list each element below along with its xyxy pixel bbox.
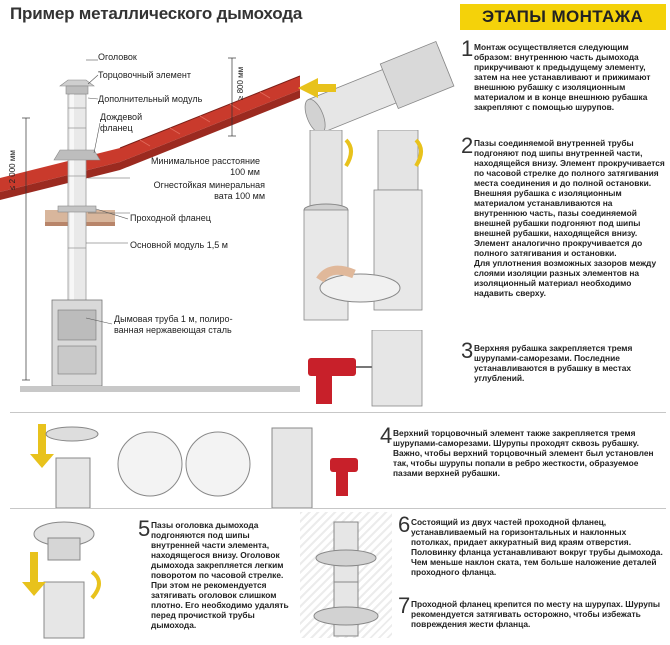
step1-number: 1: [461, 36, 474, 61]
dim-2000: ≤ 2 000 мм: [8, 150, 17, 190]
label-min-distance: Минимальное расстояние 100 мм: [150, 156, 260, 177]
label-extra-module: Дополнительный модуль: [98, 94, 203, 104]
divider-2: [10, 508, 666, 509]
label-pass-flange: Проходной фланец: [130, 213, 211, 223]
step7-number: 7: [398, 593, 411, 618]
step6-text: Состоящий из двух частей проходной флане…: [411, 517, 663, 577]
step3-number: 3: [461, 338, 474, 363]
roof-underside: [0, 90, 300, 200]
dim-800: ≥ 800 мм: [236, 66, 245, 100]
step7-text: Проходной фланец крепится по месту на шу…: [411, 599, 661, 629]
step2-illustration: [303, 130, 423, 321]
flange-drawing: [313, 521, 379, 637]
step2-number: 2: [461, 133, 474, 158]
stages-banner-text: ЭТАПЫ МОНТАЖА: [482, 7, 644, 26]
step1-illustration: [298, 41, 455, 130]
hand-shape: [316, 265, 356, 283]
pass-flange: [57, 205, 97, 213]
page-title: Пример металлического дымохода: [10, 4, 303, 23]
stages-banner: ЭТАПЫ МОНТАЖА: [460, 4, 666, 30]
rain-flange: [53, 149, 101, 161]
down-arrow-icon: [30, 424, 54, 468]
step5-number: 5: [138, 516, 151, 541]
step2-text: Пазы соединяемой внутренней трубы подгон…: [474, 138, 665, 298]
label-mineral-wool: Огнестойкая минеральная вата 100 мм: [153, 180, 265, 201]
step3-text: Верхняя рубашка закрепляется тремя шуруп…: [474, 343, 633, 383]
step4-illustration: [30, 424, 358, 509]
step3-illustration: [308, 330, 423, 407]
step1-text: Монтаж осуществляется следующим образом:…: [474, 42, 651, 112]
label-main-module: Основной модуль 1,5 м: [130, 240, 228, 250]
divider: [10, 412, 666, 413]
label-rain-flange: Дождевой фланец: [100, 112, 143, 133]
label-end-element: Торцовочный элемент: [98, 70, 191, 80]
step5-text: Пазы оголовка дымохода подгоняются под ш…: [151, 520, 289, 630]
label-smoke-pipe: Дымовая труба 1 м, полиро- ванная нержав…: [114, 314, 233, 335]
rotate-arrow-icon: [344, 138, 353, 168]
chimney-diagram: [0, 57, 300, 392]
step4-number: 4: [380, 423, 393, 448]
label-cap: Оголовок: [98, 52, 137, 62]
step4-text: Верхний торцовочный элемент также закреп…: [393, 428, 654, 478]
drill-icon: [308, 358, 356, 376]
yellow-arrow-icon: [298, 78, 336, 98]
step5-illustration: [22, 521, 101, 639]
floor: [20, 386, 300, 392]
step6-number: 6: [398, 512, 411, 537]
